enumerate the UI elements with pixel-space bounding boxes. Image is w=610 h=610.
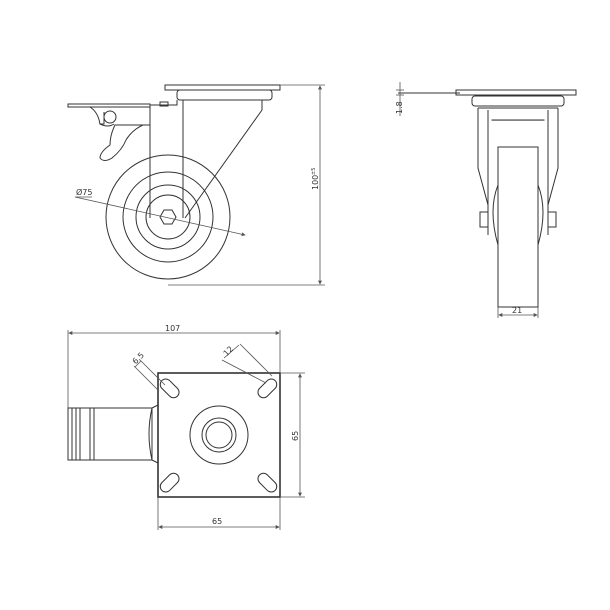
axle-nut xyxy=(159,209,177,225)
fork-rear-edge xyxy=(184,100,263,219)
kingpin-ring xyxy=(201,417,237,453)
plate-width-label: 65 xyxy=(212,517,222,526)
slot-top-right xyxy=(257,378,278,399)
slot-bottom-left xyxy=(159,472,180,493)
wheel-diameter-label: Ø75 xyxy=(76,187,92,197)
kingpin xyxy=(205,421,233,449)
wheel-outer xyxy=(105,154,231,280)
front-view: 1.8 21 xyxy=(395,82,577,318)
wheel-width-label: 21 xyxy=(512,306,522,315)
brake-pivot xyxy=(103,110,117,124)
slot-length-label: 12 xyxy=(222,344,236,358)
top-view: 107 6.5 12 xyxy=(67,324,305,530)
top-plate xyxy=(157,372,281,498)
kingpin-bearing xyxy=(189,405,249,465)
wheel-hub-outer xyxy=(135,184,201,250)
axle-nut-left xyxy=(479,211,489,228)
wheel-hub-inner xyxy=(145,194,191,240)
plate-depth-label: 65 xyxy=(291,431,300,441)
front-swivel-head xyxy=(471,95,565,107)
height-tolerance: ±5 xyxy=(311,168,317,175)
mounting-slots xyxy=(159,378,278,493)
overall-length-label: 107 xyxy=(165,324,180,333)
side-view: Ø75 100 ±5 xyxy=(67,84,325,286)
front-mounting-plate xyxy=(455,89,577,96)
tyre-front xyxy=(497,146,539,308)
swivel-head xyxy=(176,89,273,101)
axle-nut-right xyxy=(547,211,557,228)
height-label: 100 xyxy=(311,175,320,190)
mounting-plate xyxy=(164,84,281,91)
brake-lever xyxy=(99,124,150,161)
slot-top-left xyxy=(159,378,180,399)
brake-pedal-top xyxy=(67,407,153,461)
brake-pedal-plate xyxy=(67,103,151,108)
fork-legs xyxy=(477,108,559,235)
plate-thickness-label: 1.8 xyxy=(395,101,404,114)
slot-bottom-right xyxy=(257,472,278,493)
wheel-tread xyxy=(122,171,214,263)
